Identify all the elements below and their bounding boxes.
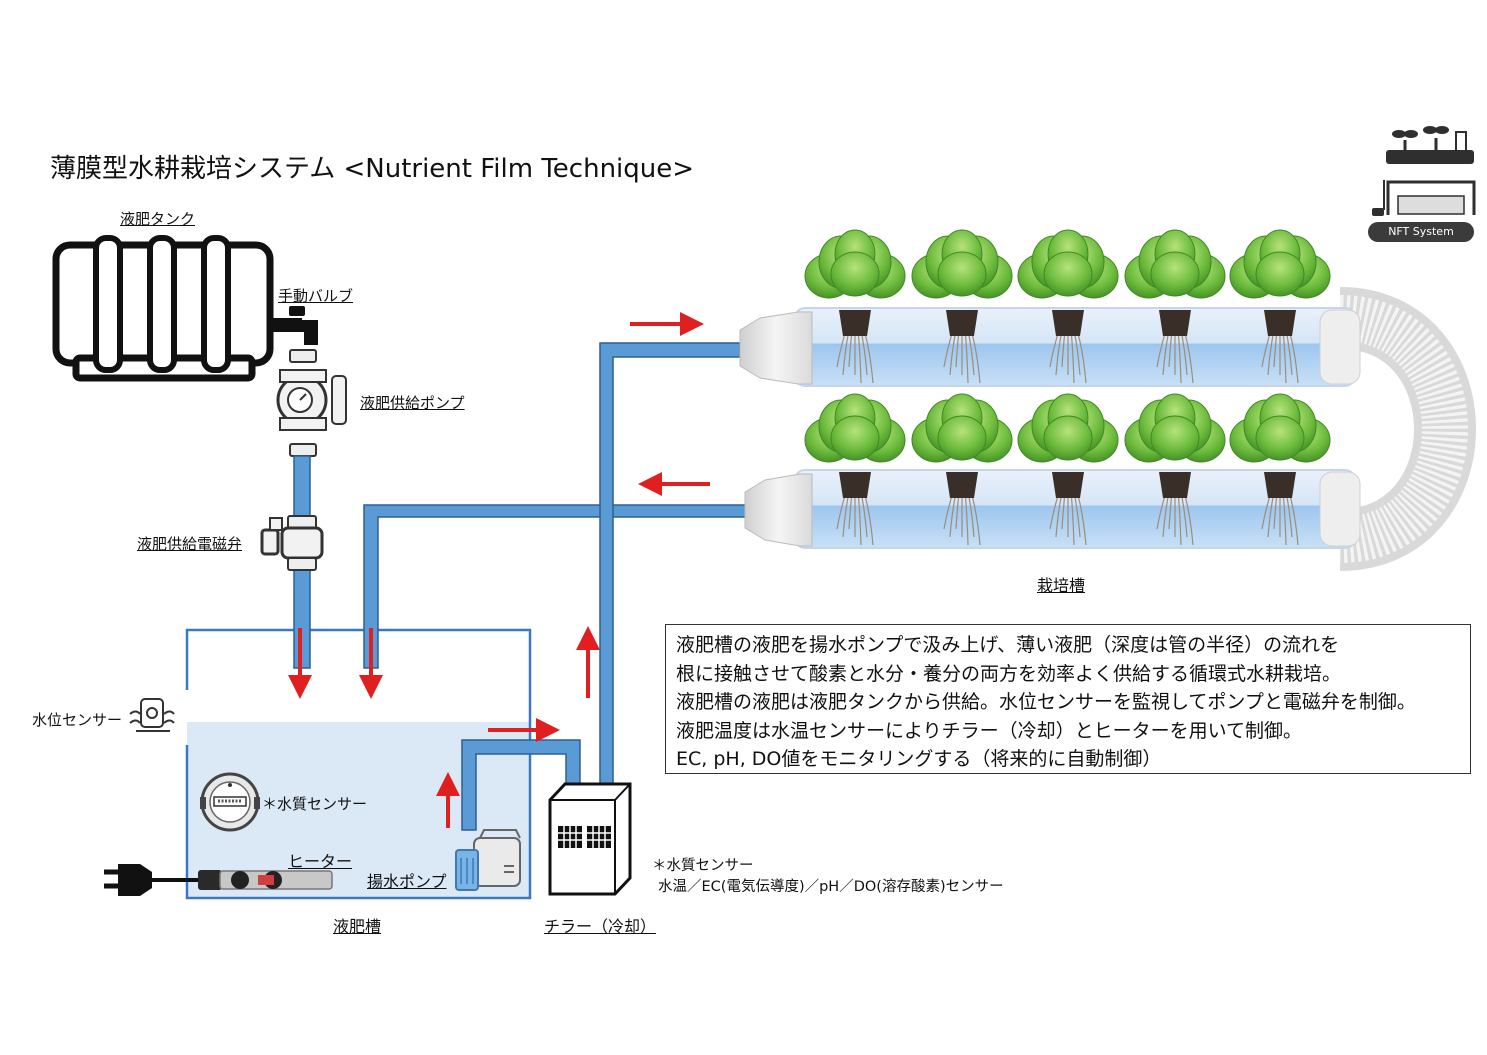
- lettuce-icon: [1017, 393, 1119, 546]
- label-chiller: チラー（冷却）: [544, 917, 657, 936]
- page-title: 薄膜型水耕栽培システム <Nutrient Film Technique>: [50, 154, 695, 184]
- water-level-sensor-icon: [129, 698, 175, 732]
- nft-badge-label: NFT System: [1388, 225, 1454, 238]
- description-line: 液肥槽の液肥を揚水ポンプで汲み上げ、薄い液肥（深度は管の半径）の流れを: [676, 634, 1340, 656]
- label-supply-pump: 液肥供給ポンプ: [360, 394, 465, 412]
- lettuce-icon: [1229, 229, 1331, 384]
- label-quality-sensor: ＊水質センサー: [262, 795, 368, 813]
- growing-channel-elbow: [1338, 287, 1476, 571]
- label-solenoid-valve: 液肥供給電磁弁: [137, 535, 243, 553]
- label-level-sensor: 水位センサー: [32, 711, 123, 729]
- label-manual-valve: 手動バルブ: [278, 287, 354, 305]
- lettuce-icon: [911, 393, 1013, 546]
- description-line: 根に接触させて酸素と水分・養分の両方を効率よく供給する循環式水耕栽培。: [676, 662, 1342, 685]
- supply-pump-icon: [276, 349, 347, 457]
- label-lift-pump: 揚水ポンプ: [367, 872, 447, 891]
- lift-pump-icon: [455, 829, 521, 891]
- solenoid-valve-icon: [260, 515, 324, 571]
- description-line: 液肥槽の液肥は液肥タンクから供給。水位センサーを監視してポンプと電磁弁を制御。: [676, 691, 1416, 713]
- label-channel: 栽培槽: [1037, 576, 1086, 595]
- label-heater: ヒーター: [288, 852, 353, 871]
- lettuce-icon: [911, 229, 1013, 384]
- flow-arrows: [288, 312, 710, 828]
- lettuce-icon: [1124, 229, 1226, 384]
- fertilizer-tank-icon: [52, 235, 274, 382]
- description-line: EC, pH, DO値をモニタリングする（将来的に自動制御）: [676, 748, 1162, 770]
- label-tank: 液肥タンク: [120, 210, 196, 228]
- description-line: 液肥温度は水温センサーによりチラー（冷却）とヒーターを用いて制御。: [676, 719, 1303, 742]
- growing-channel-upper: [739, 307, 1361, 387]
- lettuce-icon: [804, 229, 906, 384]
- lettuce-plants: [804, 229, 1331, 546]
- lettuce-icon: [804, 393, 906, 546]
- reservoir-wall: [185, 628, 532, 900]
- water-quality-sensor-icon: [200, 772, 260, 832]
- lettuce-icon: [1229, 393, 1331, 546]
- manual-valve-icon: [270, 306, 318, 345]
- growing-channel-lower: [744, 469, 1361, 549]
- sensor-note: ＊水質センサー 水温／EC(電気伝導度)／pH／DO(溶存酸素)センサー: [652, 856, 1004, 898]
- chiller-icon: [548, 782, 632, 896]
- nft-system-icon: [1368, 126, 1476, 242]
- heater-icon: [104, 864, 333, 896]
- description-box: 液肥槽の液肥を揚水ポンプで汲み上げ、薄い液肥（深度は管の半径）の流れを 根に接触…: [665, 624, 1471, 774]
- lettuce-icon: [1124, 393, 1226, 546]
- sensor-note-detail: 水温／EC(電気伝導度)／pH／DO(溶存酸素)センサー: [658, 879, 1004, 895]
- sensor-note-title: ＊水質センサー: [652, 858, 754, 874]
- label-reservoir: 液肥槽: [333, 917, 382, 936]
- lettuce-icon: [1017, 229, 1119, 384]
